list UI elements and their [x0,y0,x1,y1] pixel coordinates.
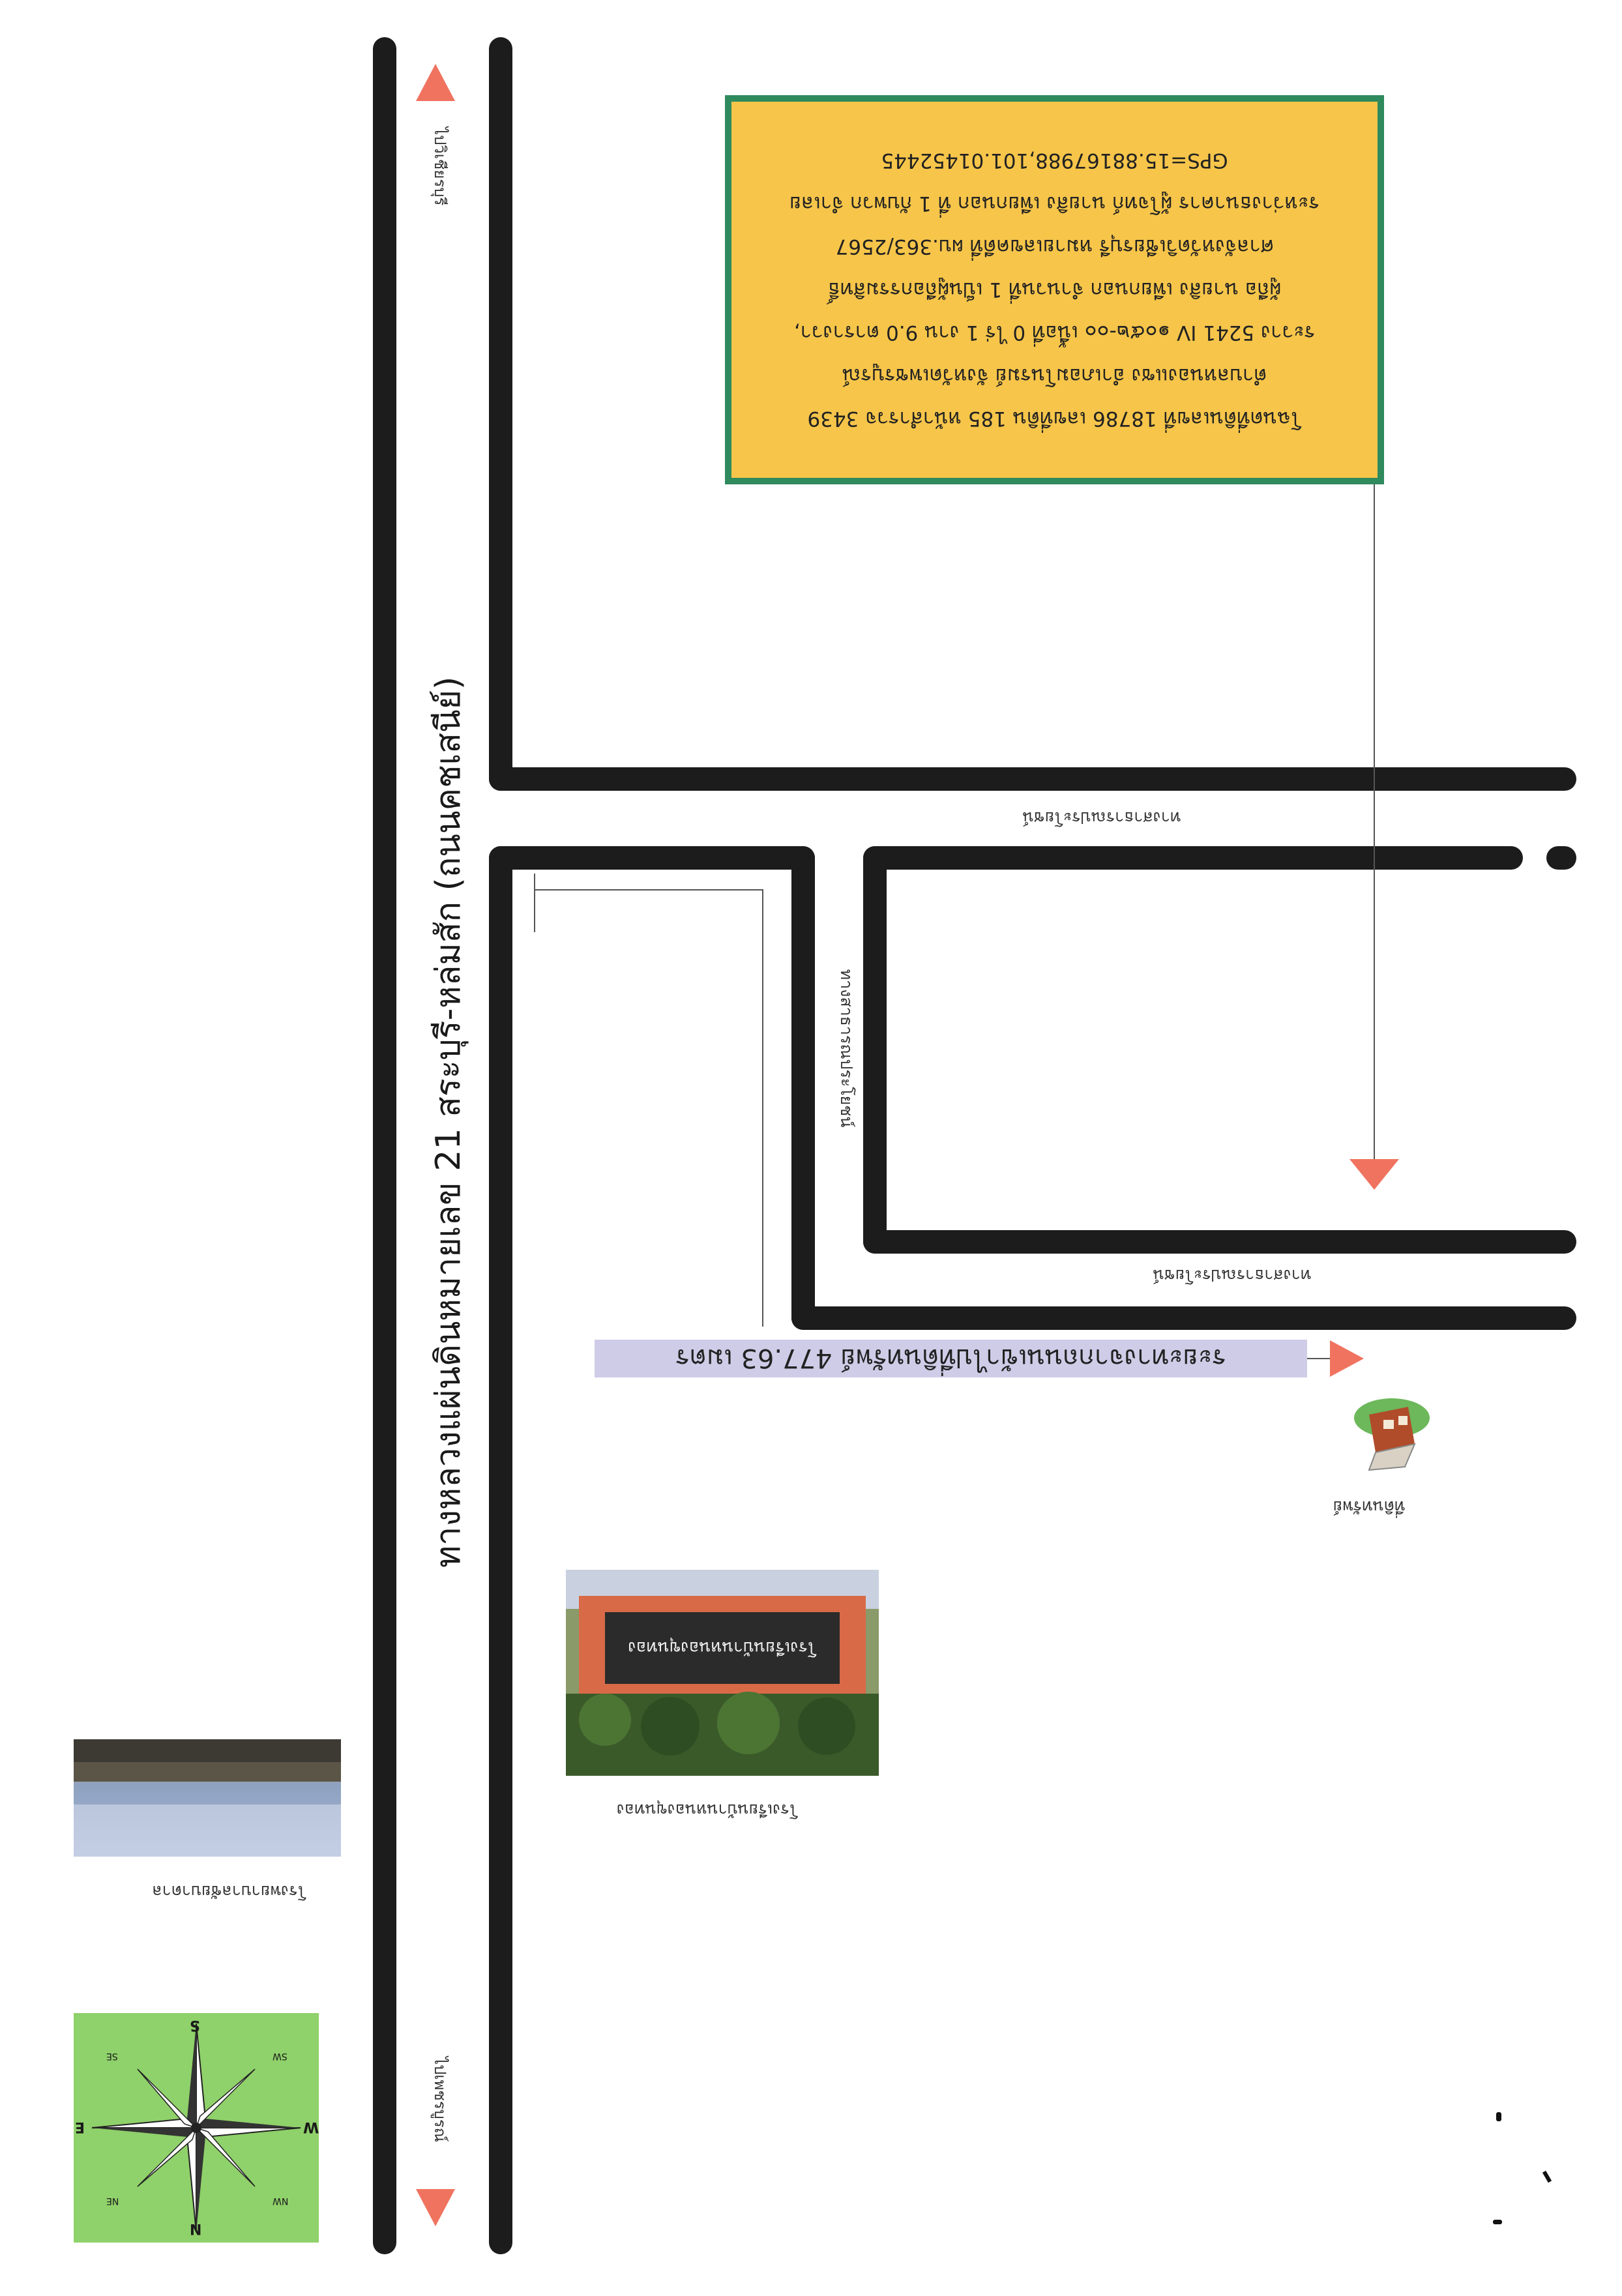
compass-n: N [190,2220,202,2237]
school-sign-text: โรงเรียนบ้านหนองขุนทอง [628,1638,817,1658]
to-north-label: ไปวิเชียรบุรี [431,127,449,206]
scan-speck [1496,2112,1501,2121]
hospital-label: โรงพยาบาลชัยบาดาล [152,1882,306,1901]
property-label: ที่ดินทรัพย์ [1333,1497,1406,1516]
house-icon [1354,1398,1430,1471]
city-skyline-image [74,1739,341,1857]
info-line-6: ระหว่างธนาคาร ผู้โจทก์ นายสิง เพียกนอก ท… [789,192,1320,216]
scan-speck [1493,2220,1502,2224]
arrow-south-icon [416,2189,455,2226]
property-info-box: โฉนดที่ดินเลขที่ 18786 เลขที่ดิน 185 หน้… [725,95,1384,484]
info-line-3: ระวาง 5241 IV ๑๐๕๒-๐๐ เนื้อที่ 0 ไร่ 1 ง… [793,321,1316,345]
lane-label-bottom: ทางสาธารณประโยชน์ [1153,1266,1312,1285]
info-line-5: ศาลจังหวัดวิเชียรบุรี หมายเลขคดีที่ ผบ.3… [835,235,1274,259]
lane-label-vertical: ทางสาธารณประโยชน์ [837,969,856,1128]
arrow-north-icon [416,64,455,101]
compass-w: W [303,2119,319,2135]
info-line-4: ผู้ถือ นายสิง เพียกนอก จำนวนที่ 1 เป็นผู… [827,278,1282,302]
school-photo: โรงเรียนบ้านหนองขุนทอง [566,1570,879,1776]
distance-banner: ระยะทางจากถนนเข้าไปที่ดินทรัพย์ 477.63 เ… [595,1340,1307,1377]
arrow-right-icon [1330,1340,1364,1377]
compass-nw: NW [273,2196,289,2206]
property-marker [1343,1382,1434,1480]
compass-icon [91,2023,301,2233]
to-south-label: ไปเพชรบูรณ์ [431,2057,449,2142]
compass-e: E [75,2119,85,2135]
hospital-photo [74,1739,341,1857]
school-gate-image [566,1570,879,1776]
distance-label: ระยะทางจากถนนเข้าไปที่ดินทรัพย์ 477.63 เ… [675,1343,1226,1373]
info-line-1: โฉนดที่ดินเลขที่ 18786 เลขที่ดิน 185 หน้… [807,407,1302,431]
arrow-down-icon [1349,1159,1399,1190]
compass-s: S [190,2017,200,2033]
info-line-2: ตำบลหนองแซง อำเภอมโนรมย์ จังหวัดเพชรบูรณ… [842,364,1267,388]
compass-ne: NE [106,2196,119,2206]
lane-label-top: ทางสาธารณประโยชน์ [1022,808,1181,827]
leader-line-distance [535,889,763,1327]
compass-rose: N S E W NE NW SE SW [74,2013,319,2243]
school-label: โรงเรียนบ้านหนองขุนทอง [616,1801,799,1819]
compass-se: SE [106,2051,118,2061]
info-line-gps: GPS=15.88167988,101.01452445 [881,149,1228,173]
main-road-label: ทางหลวงแผ่นดินหมายเลข 21 สระบุรี-หล่มสัก… [429,676,468,1568]
compass-sw: SW [273,2051,288,2061]
